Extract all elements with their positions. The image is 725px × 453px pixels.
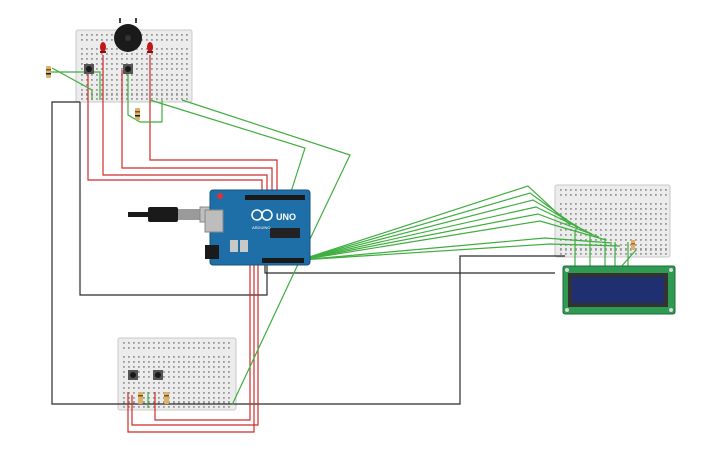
black-wire: [51, 101, 565, 405]
buzzer[interactable]: [114, 18, 142, 52]
pushbutton[interactable]: [123, 64, 133, 74]
resistor[interactable]: [164, 392, 169, 404]
red-wire: [102, 55, 268, 195]
led-red[interactable]: [147, 42, 153, 53]
green-wire: [619, 249, 637, 269]
green-wire: [299, 192, 579, 261]
resistor[interactable]: [135, 108, 140, 120]
arduino-uno-board[interactable]: UNO ARDUINO: [204, 189, 311, 266]
arduino-logo-icon: [251, 209, 273, 221]
board-model-label: UNO: [276, 212, 296, 222]
lcd-display[interactable]: [562, 265, 676, 315]
red-wire: [154, 250, 251, 421]
green-wire: [299, 220, 607, 261]
pushbutton[interactable]: [84, 64, 94, 74]
green-wire: [299, 199, 586, 261]
pushbutton[interactable]: [153, 370, 163, 380]
power-signal-wires[interactable]: [87, 55, 278, 433]
black-wire: [264, 262, 555, 274]
red-wire: [127, 245, 255, 433]
red-wire: [121, 70, 273, 195]
green-wire: [231, 259, 301, 406]
board-brand-label: ARDUINO: [252, 225, 270, 230]
red-wire: [131, 240, 259, 426]
black-wire: [79, 102, 268, 296]
data-wires[interactable]: [48, 67, 637, 408]
led-red[interactable]: [100, 42, 106, 53]
resistor[interactable]: [138, 392, 143, 404]
ground-wires[interactable]: [51, 101, 565, 405]
green-wire: [181, 99, 351, 261]
green-wire: [299, 243, 621, 261]
breadboard-holes: [81, 34, 188, 100]
resistor[interactable]: [46, 66, 51, 78]
green-wire: [48, 71, 101, 100]
green-wire: [51, 67, 93, 100]
resistor[interactable]: [631, 240, 635, 250]
green-wire: [299, 213, 600, 261]
green-wire: [149, 99, 306, 196]
red-wire: [149, 55, 278, 195]
pushbutton[interactable]: [128, 370, 138, 380]
green-wire: [299, 206, 593, 261]
green-wire: [127, 70, 163, 123]
red-wire: [87, 70, 263, 195]
